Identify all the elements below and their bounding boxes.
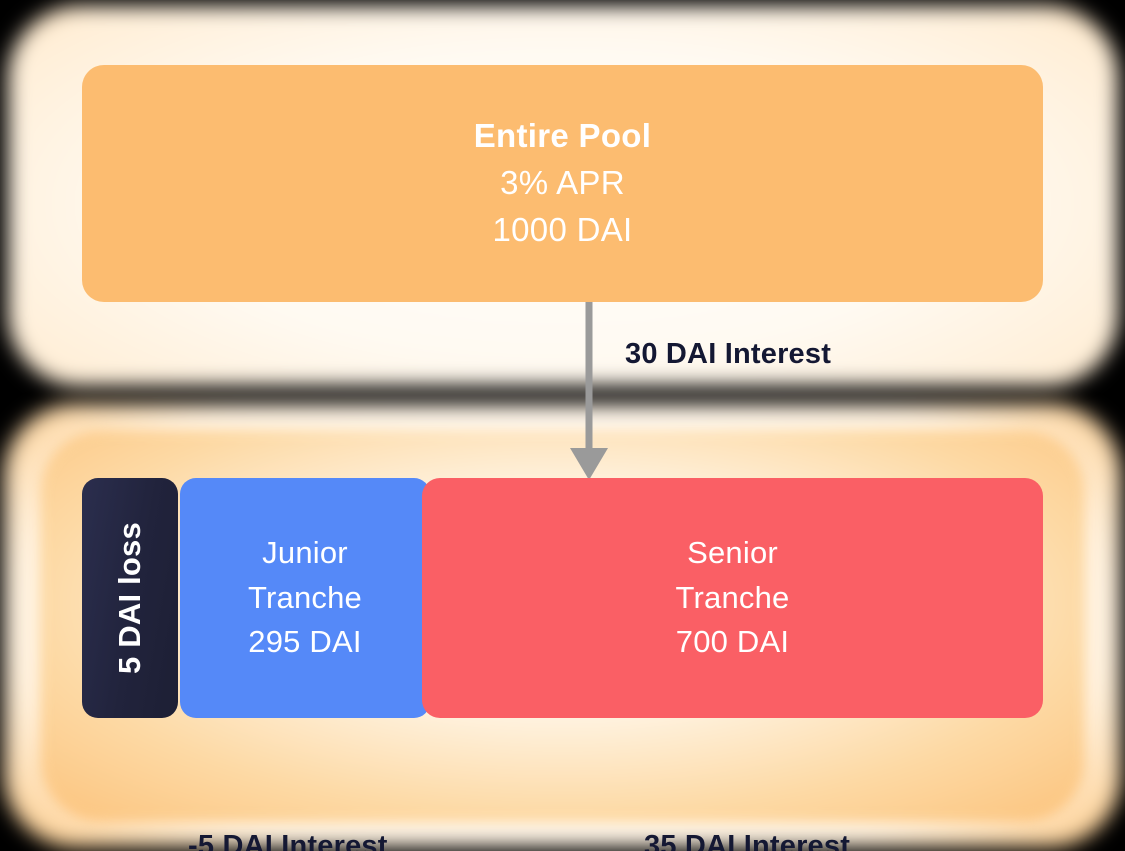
senior-annotation: 35 DAI Interest 5% APR: [644, 750, 850, 851]
junior-annotation: -5 DAI Interest -1.6% APR: [188, 750, 388, 851]
junior-interest-label: -5 DAI Interest: [188, 829, 388, 851]
dai-loss-label: 5 DAI loss: [112, 522, 148, 674]
senior-amount: 700 DAI: [675, 624, 790, 660]
junior-tranche-box: Junior Tranche 295 DAI: [180, 478, 430, 718]
senior-tranche-box: Senior Tranche 700 DAI: [422, 478, 1043, 718]
entire-pool-box: Entire Pool 3% APR 1000 DAI: [82, 65, 1043, 302]
junior-kind: Tranche: [248, 579, 362, 615]
arrow-down-icon: [570, 302, 608, 480]
pool-interest-label: 30 DAI Interest: [625, 338, 832, 370]
pool-apr: 3% APR: [500, 164, 625, 202]
pool-title: Entire Pool: [473, 117, 652, 155]
junior-title: Junior: [262, 535, 348, 571]
pool-amount: 1000 DAI: [492, 210, 633, 248]
senior-title: Senior: [687, 535, 778, 571]
junior-amount: 295 DAI: [248, 624, 362, 660]
senior-interest-label: 35 DAI Interest: [644, 829, 851, 851]
senior-kind: Tranche: [675, 579, 790, 615]
dai-loss-box: 5 DAI loss: [82, 478, 178, 718]
